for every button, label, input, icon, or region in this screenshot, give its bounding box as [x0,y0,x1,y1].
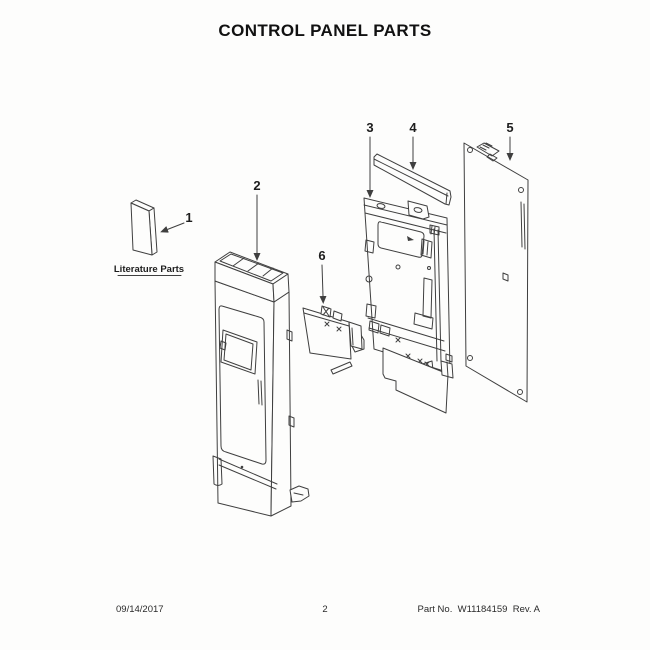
callout-3: 3 [366,120,374,198]
footer-part-number: Part No. W11184159 Rev. A [417,604,540,615]
part-literature-booklet [130,199,158,256]
part-rear-panel [463,142,529,403]
callout-5-number: 5 [506,120,513,135]
part-control-panel [212,251,310,517]
part-trim-bar [373,153,452,206]
footer-page-number: 2 [322,604,328,615]
callout-1-number: 1 [185,210,192,225]
page-title: CONTROL PANEL PARTS [218,21,432,40]
part-circuit-board [302,305,363,360]
callout-1: 1 [160,210,193,233]
callout-6: 6 [318,248,327,304]
callout-2-number: 2 [253,178,260,193]
callout-6-arrow [319,264,327,304]
callout-6-number: 6 [318,248,325,263]
callout-1-arrow [160,222,185,233]
callout-2: 2 [253,178,261,261]
callout-4: 4 [409,120,417,170]
callout-4-number: 4 [409,120,417,135]
callout-3-number: 3 [366,120,373,135]
part-support-frame [330,197,454,414]
callout-5: 5 [506,120,514,161]
footer-date: 09/14/2017 [116,604,164,615]
literature-parts-label: Literature Parts [114,264,184,275]
